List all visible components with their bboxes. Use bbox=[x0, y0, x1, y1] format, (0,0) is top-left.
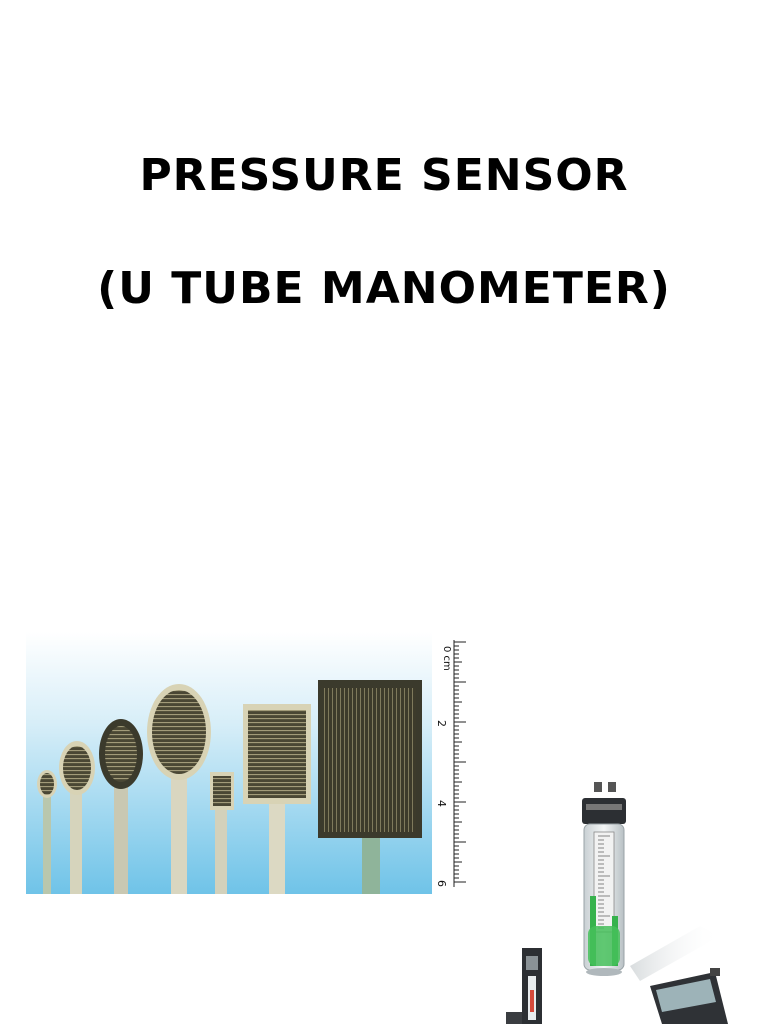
u-tube-manometer bbox=[582, 782, 626, 976]
ruler: 0 cm 2 4 6 bbox=[432, 632, 475, 894]
digital-manometer bbox=[650, 968, 728, 1024]
sensor-square-small bbox=[210, 772, 234, 894]
ruler-label-0: 0 cm bbox=[441, 646, 452, 671]
sensor-square-large bbox=[318, 680, 422, 894]
sensor-round-dark bbox=[99, 719, 143, 894]
ruler-label-2: 2 bbox=[435, 720, 448, 727]
force-sensors-photo: 0 cm 2 4 6 bbox=[26, 632, 475, 894]
ruler-label-6: 6 bbox=[435, 880, 448, 887]
manometer-devices-photo bbox=[500, 776, 768, 1024]
sensor-round-small bbox=[59, 741, 95, 894]
slide-title-line-1: PRESSURE SENSOR bbox=[139, 150, 629, 201]
sensor-round-tiny bbox=[37, 770, 57, 894]
ruler-label-4: 4 bbox=[435, 800, 448, 807]
vertical-gauge bbox=[506, 948, 542, 1024]
sensor-round-large bbox=[147, 684, 211, 894]
sensor-square-medium bbox=[243, 704, 311, 894]
slide-title-line-2: (U TUBE MANOMETER) bbox=[97, 263, 671, 314]
